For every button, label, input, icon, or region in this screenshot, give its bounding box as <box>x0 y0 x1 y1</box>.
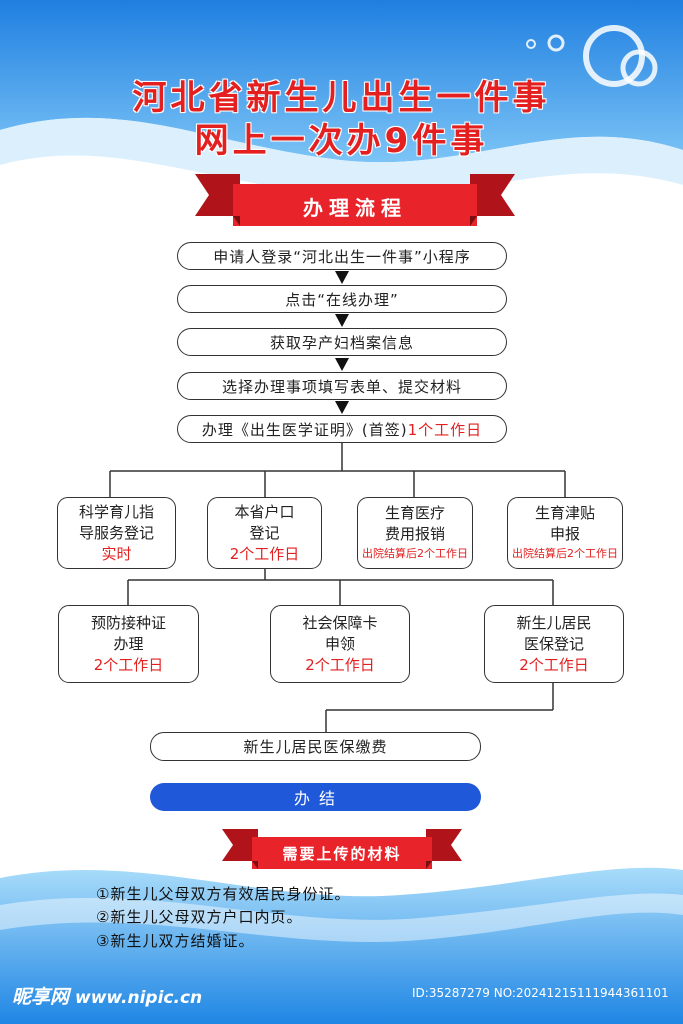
card-time: 出院结算后2个工作日 <box>512 547 618 560</box>
certificate-time: 1个工作日 <box>407 420 483 439</box>
step-birth-certificate: 办理《出生医学证明》(首签)1个工作日 <box>177 415 507 443</box>
material-item-3: ③新生儿双方结婚证。 <box>96 932 255 950</box>
step-fill-form: 选择办理事项填写表单、提交材料 <box>177 372 507 400</box>
material-item-2: ②新生儿父母双方户口内页。 <box>96 908 303 926</box>
card-line1: 新生儿居民 <box>516 613 592 632</box>
materials-banner-text: 需要上传的材料 <box>282 845 402 863</box>
step-complete: 办 结 <box>150 783 481 811</box>
card-line2: 登记 <box>249 523 280 542</box>
material-item-1: ①新生儿父母双方有效居民身份证。 <box>96 885 351 903</box>
watermark-url: www.nipic.cn <box>75 988 203 1008</box>
card-time: 2个工作日 <box>93 655 164 674</box>
card-social-security: 社会保障卡 申领 2个工作日 <box>270 605 410 683</box>
card-time: 实时 <box>101 544 132 563</box>
card-line1: 生育津贴 <box>534 504 595 522</box>
materials-ribbon <box>222 829 462 869</box>
card-time: 2个工作日 <box>519 655 589 674</box>
card-line1: 科学育儿指 <box>78 502 154 521</box>
card-line2: 申领 <box>324 634 355 653</box>
card-line2: 费用报销 <box>384 525 445 543</box>
card-line1: 预防接种证 <box>90 613 166 632</box>
card-medical-insurance-registration: 新生儿居民 医保登记 2个工作日 <box>484 605 624 683</box>
card-line2: 申报 <box>549 525 580 543</box>
card-time: 2个工作日 <box>229 544 300 563</box>
process-ribbon <box>195 174 515 226</box>
card-vaccination-certificate: 预防接种证 办理 2个工作日 <box>58 605 199 683</box>
card-medical-reimbursement: 生育医疗 费用报销 出院结算后2个工作日 <box>357 497 473 569</box>
certificate-label: 办理《出生医学证明》(首签) <box>201 420 408 439</box>
step-online-apply: 点击“在线办理” <box>177 285 507 313</box>
watermark-logo-text: 昵享网 <box>12 986 70 1008</box>
card-line2: 导服务登记 <box>78 523 154 542</box>
card-parenting-guidance: 科学育儿指 导服务登记 实时 <box>57 497 176 569</box>
card-time: 出院结算后2个工作日 <box>362 547 468 560</box>
card-household-registration: 本省户口 登记 2个工作日 <box>207 497 322 569</box>
card-line2: 医保登记 <box>523 634 584 653</box>
card-line2: 办理 <box>113 634 144 653</box>
title-line-2: 网上一次办9件事 <box>194 121 489 161</box>
step-insurance-payment: 新生儿居民医保缴费 <box>150 732 481 761</box>
title-line-1: 河北省新生儿出生一件事 <box>132 78 551 118</box>
process-banner-text: 办理流程 <box>303 196 407 220</box>
watermark-id: ID:35287279 NO:20241215111944361101 <box>412 986 669 1000</box>
step-login: 申请人登录“河北出生一件事”小程序 <box>177 242 507 270</box>
card-line1: 社会保障卡 <box>302 613 378 632</box>
card-line1: 生育医疗 <box>384 504 445 522</box>
step-get-records: 获取孕产妇档案信息 <box>177 328 507 356</box>
card-line1: 本省户口 <box>234 502 295 521</box>
card-time: 2个工作日 <box>305 655 375 674</box>
card-maternity-allowance: 生育津贴 申报 出院结算后2个工作日 <box>507 497 623 569</box>
